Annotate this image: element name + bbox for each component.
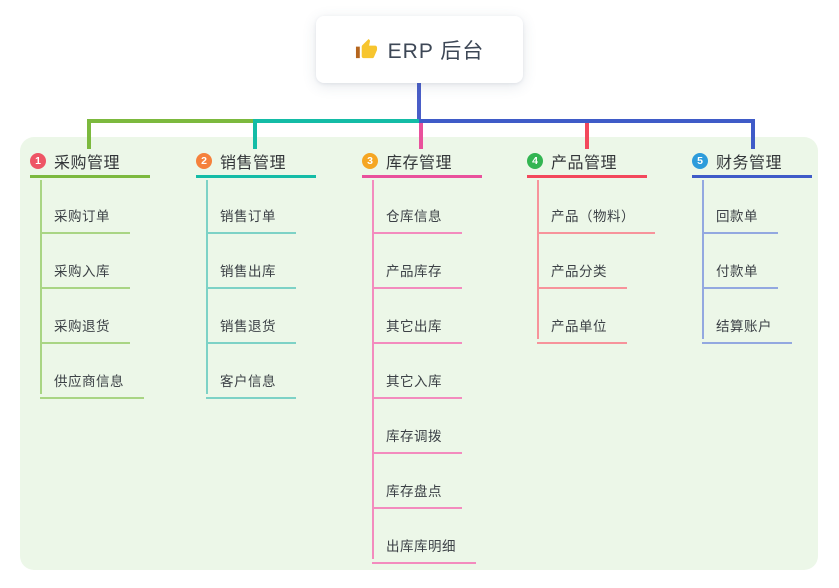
root-node[interactable]: ERP 后台 [316, 16, 523, 83]
child-node[interactable]: 仓库信息 [372, 205, 462, 234]
branch-label: 财务管理 [716, 155, 783, 172]
branch-label: 销售管理 [220, 155, 287, 172]
child-node[interactable]: 供应商信息 [40, 370, 144, 399]
branch-node-4[interactable]: 4 产品管理 [527, 147, 647, 178]
child-node[interactable]: 库存调拨 [372, 425, 462, 454]
branch-number-badge: 2 [196, 153, 212, 169]
child-node[interactable]: 产品单位 [537, 315, 627, 344]
branch-number-badge: 3 [362, 153, 378, 169]
branch-trunk-line [702, 180, 704, 339]
branch-label: 产品管理 [551, 155, 618, 172]
branch-trunk-line [537, 180, 539, 339]
branch-drop-line [585, 123, 589, 149]
child-node[interactable]: 其它入库 [372, 370, 462, 399]
child-node[interactable]: 销售订单 [206, 205, 296, 234]
branch-label: 库存管理 [386, 155, 453, 172]
branch-drop-line [253, 123, 257, 149]
branch-node-2[interactable]: 2 销售管理 [196, 147, 316, 178]
child-node[interactable]: 客户信息 [206, 370, 296, 399]
branch-drop-line [751, 123, 755, 149]
bus-segment-1 [87, 119, 257, 123]
branch-node-3[interactable]: 3 库存管理 [362, 147, 482, 178]
branches-panel [20, 137, 818, 570]
branch-label: 采购管理 [54, 155, 121, 172]
child-node[interactable]: 产品分类 [537, 260, 627, 289]
branch-number-badge: 5 [692, 153, 708, 169]
branch-drop-line [87, 123, 91, 149]
branch-node-1[interactable]: 1 采购管理 [30, 147, 150, 178]
child-node[interactable]: 销售出库 [206, 260, 296, 289]
child-node[interactable]: 采购入库 [40, 260, 130, 289]
child-node[interactable]: 付款单 [702, 260, 778, 289]
bus-segment-2 [253, 119, 419, 123]
child-node[interactable]: 结算账户 [702, 315, 792, 344]
branch-number-badge: 1 [30, 153, 46, 169]
child-node[interactable]: 销售退货 [206, 315, 296, 344]
child-node[interactable]: 采购退货 [40, 315, 130, 344]
child-node[interactable]: 其它出库 [372, 315, 462, 344]
child-node[interactable]: 产品（物料） [537, 205, 655, 234]
root-connector-line [417, 83, 421, 123]
child-node[interactable]: 采购订单 [40, 205, 130, 234]
child-node[interactable]: 出库库明细 [372, 535, 476, 564]
child-node[interactable]: 回款单 [702, 205, 778, 234]
bus-segment-5 [419, 119, 755, 123]
root-label: ERP 后台 [387, 39, 485, 63]
branch-drop-line [419, 123, 423, 149]
child-node[interactable]: 库存盘点 [372, 480, 462, 509]
thumbs-up-icon [355, 38, 378, 61]
child-node[interactable]: 产品库存 [372, 260, 462, 289]
branch-node-5[interactable]: 5 财务管理 [692, 147, 812, 178]
branch-trunk-line [372, 180, 374, 559]
branch-number-badge: 4 [527, 153, 543, 169]
